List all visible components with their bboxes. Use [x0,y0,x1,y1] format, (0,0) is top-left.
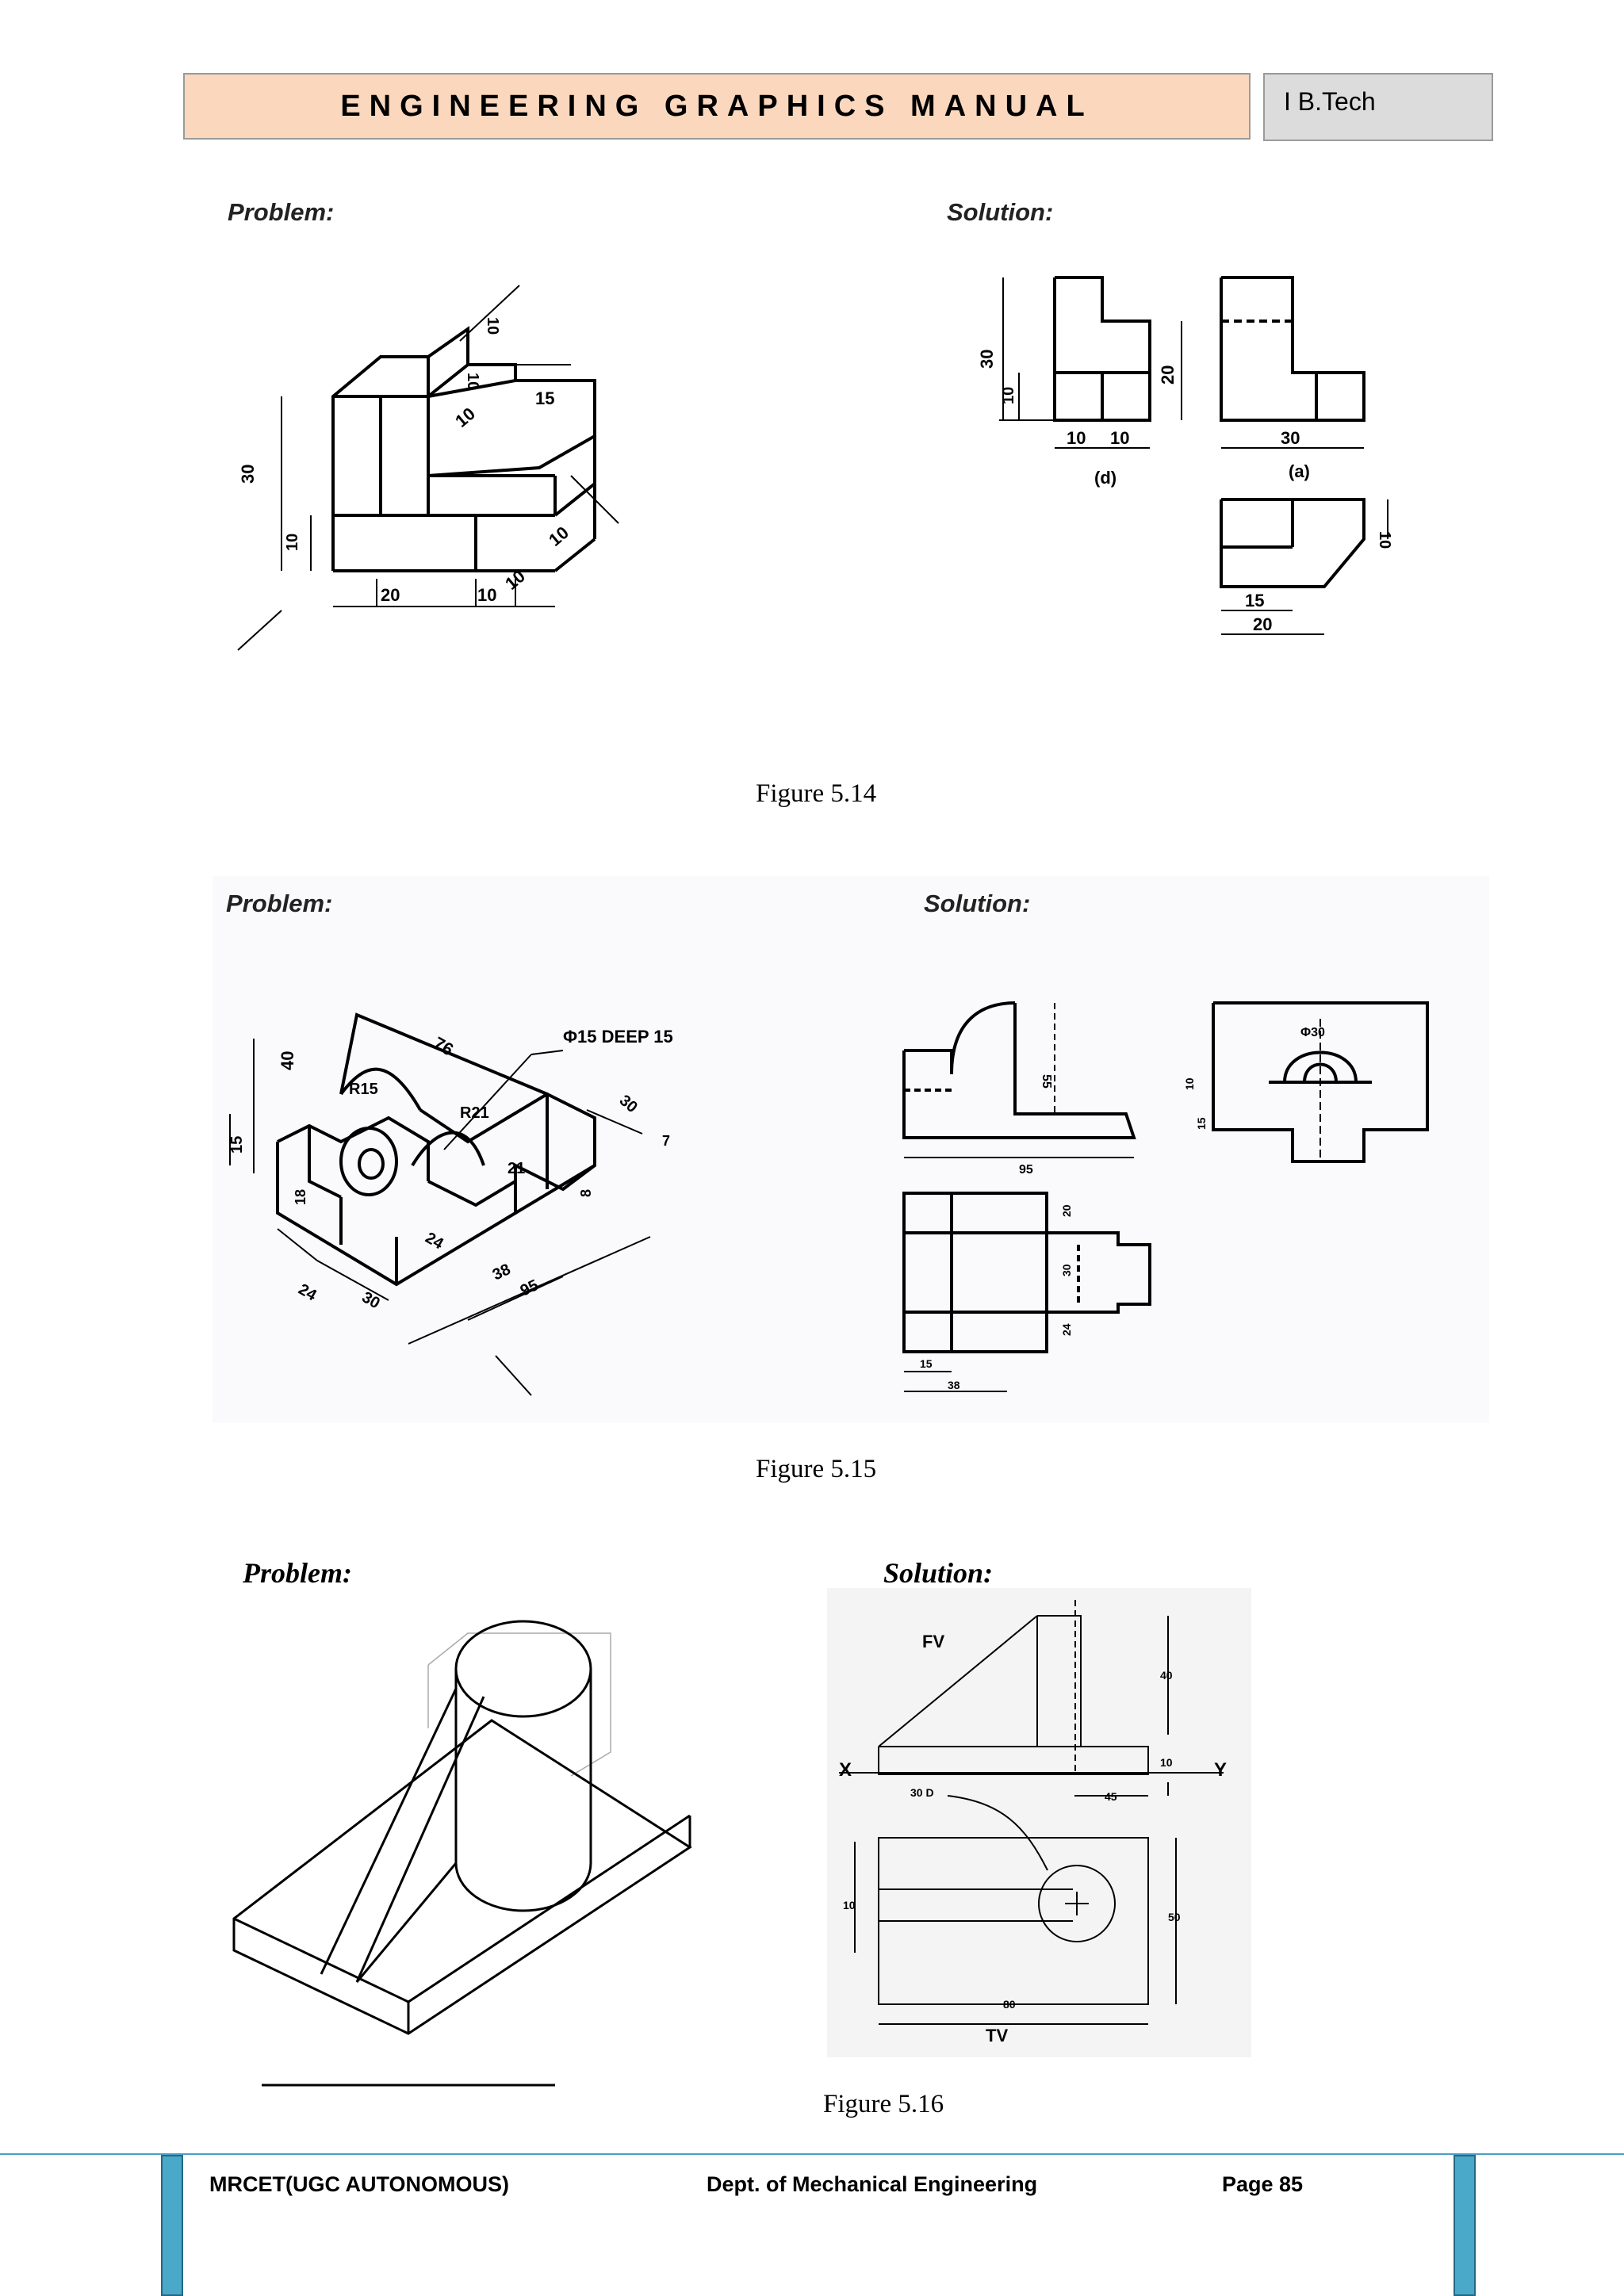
fig16-orthographic-views: FV X Y 40 10 45 30 D 10 50 80 TV [839,1600,1227,2045]
svg-text:50: 50 [1168,1911,1181,1923]
svg-text:21: 21 [508,1160,525,1177]
svg-text:Y: Y [1214,1759,1227,1781]
svg-text:7: 7 [662,1133,670,1149]
fig15-isometric-drawing: 40 76 R15 R21 Φ15 DEEP 15 30 15 18 21 8 … [228,1012,673,1396]
fig14-isometric-drawing: 30 10 20 10 10 10 10 10 15 10 [237,285,619,651]
svg-text:15: 15 [1195,1117,1208,1130]
fig15-problem-label: Problem: [226,890,333,917]
fig14-solution-label: Solution: [947,198,1054,226]
svg-text:10: 10 [1000,387,1017,404]
footer-department: Dept. of Mechanical Engineering [707,2172,1038,2196]
svg-text:15: 15 [920,1357,933,1370]
svg-text:24: 24 [1060,1323,1073,1336]
svg-text:20: 20 [1158,365,1178,385]
svg-text:20: 20 [1060,1204,1073,1217]
course-tag: I B.Tech [1263,73,1493,141]
dim-label: 15 [535,388,554,408]
svg-text:R15: R15 [349,1081,378,1098]
svg-text:Φ15 DEEP 15: Φ15 DEEP 15 [563,1027,673,1047]
svg-text:10: 10 [1160,1756,1173,1769]
footer-right-bar [1454,2155,1476,2296]
svg-text:10: 10 [1376,531,1393,549]
svg-text:40: 40 [1160,1669,1173,1682]
svg-text:(a): (a) [1289,461,1310,481]
svg-text:15: 15 [228,1136,246,1154]
footer-page-number: Page 85 [1222,2172,1304,2196]
svg-text:30: 30 [1281,428,1300,448]
fig16-caption: Figure 5.16 [823,2090,944,2118]
dim-label: 10 [484,317,501,335]
svg-text:10: 10 [1110,428,1129,448]
svg-text:55: 55 [1040,1074,1053,1089]
footer-rule [0,2153,1624,2155]
dim-label: 10 [545,522,573,550]
svg-text:38: 38 [948,1379,960,1391]
fig16-isometric-drawing [232,1620,692,2087]
svg-text:30: 30 [977,350,997,369]
fig16-problem-label: Problem: [243,1557,352,1589]
svg-text:10: 10 [843,1899,856,1911]
svg-text:8: 8 [578,1189,594,1197]
svg-text:10: 10 [1067,428,1086,448]
svg-text:FV: FV [922,1632,944,1651]
dim-label: 10 [284,534,301,551]
svg-text:30: 30 [1060,1264,1073,1276]
svg-text:15: 15 [1245,591,1264,610]
svg-text:30 D: 30 D [910,1786,934,1799]
dim-label: 30 [238,465,258,484]
fig16-solution-label: Solution: [883,1557,994,1589]
dim-label: 10 [477,585,496,605]
manual-title: ENGINEERING GRAPHICS MANUAL [183,73,1251,140]
fig15-caption: Figure 5.15 [756,1455,877,1483]
svg-text:80: 80 [1003,1998,1016,2011]
svg-text:TV: TV [986,2026,1008,2045]
footer-institution: MRCET(UGC AUTONOMOUS) [209,2172,509,2196]
svg-text:20: 20 [1253,614,1272,634]
svg-text:24: 24 [296,1280,320,1305]
svg-text:18: 18 [293,1189,308,1205]
svg-text:R21: R21 [460,1104,489,1122]
fig14-caption: Figure 5.14 [756,779,877,808]
svg-text:Φ30: Φ30 [1300,1026,1325,1039]
svg-text:95: 95 [1019,1163,1033,1177]
fig16-solution-panel [827,1588,1251,2057]
svg-text:(d): (d) [1094,468,1116,488]
fig14-problem-label: Problem: [228,198,335,226]
svg-text:30: 30 [616,1092,641,1116]
dim-label: 10 [451,404,479,431]
dim-label: 10 [464,373,481,390]
svg-text:38: 38 [490,1261,513,1284]
svg-text:X: X [839,1759,852,1781]
svg-text:10: 10 [1183,1077,1196,1090]
dim-label: 20 [381,585,400,605]
fig15-orthographic-views: 55 95 Φ30 10 15 20 30 24 15 38 [902,1001,1429,1392]
svg-text:40: 40 [278,1051,297,1070]
footer-left-bar [161,2155,183,2296]
svg-text:24: 24 [423,1229,447,1253]
svg-text:30: 30 [359,1288,383,1312]
svg-text:45: 45 [1105,1790,1117,1803]
fig14-orthographic-views: 30 10 10 10 20 (d) 30 (a) 10 15 20 [977,276,1393,635]
fig15-solution-label: Solution: [924,890,1031,917]
